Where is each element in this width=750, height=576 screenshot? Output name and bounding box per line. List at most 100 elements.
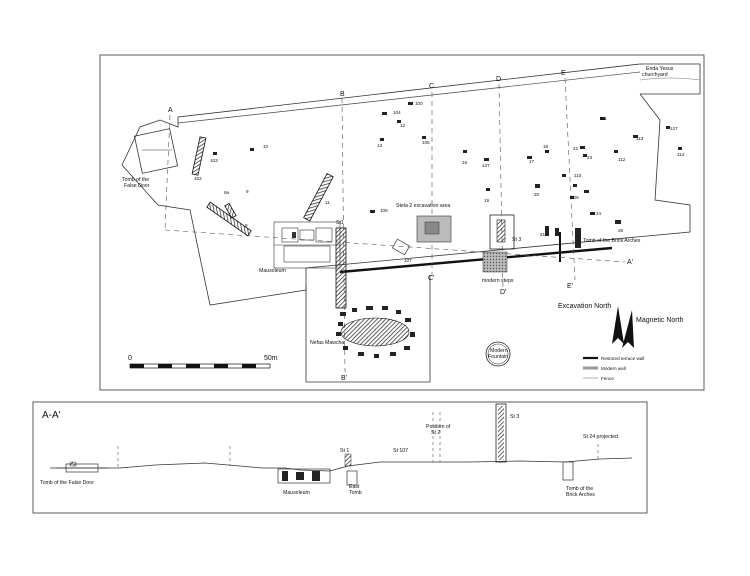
sec-label-st1: St 1: [340, 448, 349, 454]
modern-steps: [482, 251, 508, 273]
false-door-section: [65, 463, 99, 473]
stela-num-9: 9: [246, 189, 249, 194]
sec-label-st3: St 3: [510, 414, 519, 420]
label-stelae-excavation: Stela 2 excavation area: [396, 203, 450, 209]
east-tomb-section: [346, 470, 358, 486]
section-letter-c-prime: C': [428, 275, 434, 282]
stela-num-16: 16: [462, 160, 468, 165]
north-arrows: [612, 306, 634, 348]
stela-num-17: 17: [529, 159, 535, 164]
st3-obelisk-fill: [498, 406, 504, 460]
section-letter-d: D: [496, 76, 501, 83]
stela-num-9a: 9a: [224, 190, 230, 195]
stela-num-22: 22: [573, 146, 579, 151]
label-st3: St 3: [512, 237, 521, 243]
stela-107-outline: [391, 238, 411, 256]
label-tomb-false-door-2: False Door: [124, 183, 150, 189]
false-door-block: [69, 461, 77, 467]
stela-num-112: 112: [618, 157, 626, 162]
stela-num-18: 18: [543, 144, 549, 149]
stela-num-11: 11: [325, 200, 330, 205]
section-letter-e-prime: E': [567, 283, 573, 290]
nefas-mawcha-stones: [336, 306, 415, 358]
stela-num-10: 10: [263, 144, 269, 149]
stela-num-12: 12: [400, 123, 406, 128]
label-tomb-false-door-1: Tomb of the: [122, 177, 149, 183]
section-letter-c: C: [429, 83, 434, 90]
section-title: A-A': [42, 410, 61, 421]
stela-num-110: 110: [574, 173, 582, 178]
stela-number-labels: 100 104 12 13 105 10 103 102 9a 9 8 11 1…: [194, 101, 685, 263]
st3-obelisk: [495, 403, 507, 463]
stela-num-107: 107: [404, 258, 412, 263]
label-mausoleum: Mausoleum: [259, 268, 286, 274]
stela-num-137: 137: [482, 163, 490, 168]
stela-num-23: 23: [587, 155, 593, 160]
excavation-north-label: Excavation North: [558, 303, 611, 310]
section-letter-b: B: [340, 91, 345, 98]
mausoleum-door: [292, 232, 296, 238]
churchyard-arc: [639, 77, 701, 81]
legend-label-terrace: Restored terrace wall: [601, 356, 644, 361]
stela-num-102: 102: [194, 176, 202, 181]
brick-arches-section: [562, 461, 574, 481]
scale-bar: [129, 363, 271, 369]
stela-num-127: 127: [670, 126, 678, 131]
label-modern-steps: modern steps: [482, 278, 514, 284]
section-letter-e: E: [561, 70, 566, 77]
magnetic-north-label: Magnetic North: [636, 317, 684, 324]
tomb-false-door-structure: [133, 128, 179, 174]
section-frame: [32, 401, 648, 514]
sec-label-brick-arches-2: Brick Arches: [566, 492, 595, 498]
churchyard-boundary: [640, 63, 701, 95]
stela-num-25: 25: [618, 228, 624, 233]
site-boundary: [121, 63, 691, 306]
legend-label-fence: Fence: [601, 376, 614, 381]
section-dashes: [117, 412, 599, 468]
sec-label-false-door: Tomb of the False Door: [40, 480, 94, 486]
terrace-inner-line: [177, 71, 641, 124]
stela-num-109: 109: [571, 195, 579, 200]
legend-label-modern: Modern wall: [601, 366, 626, 371]
sec-label-east-tomb-1: East: [349, 484, 360, 490]
stela-3-box: [489, 214, 515, 250]
sec-label-st24: St 24 projected: [583, 434, 618, 440]
label-st1: St1: [336, 220, 344, 226]
section-letter-a: A: [168, 107, 173, 114]
label-ends-yesus-2: churchyard: [642, 72, 668, 78]
sec-label-position-2: St 2: [431, 430, 440, 436]
label-nefas-mawcha: Nefas Mawcha: [310, 340, 344, 346]
stela-num-100: 100: [415, 101, 423, 106]
mausoleum-section: [277, 468, 331, 484]
fallen-stelae: [191, 136, 347, 309]
small-stelae-marks: [213, 102, 682, 236]
section-letter-d-prime: D': [500, 289, 506, 296]
nefas-mawcha-enclosure: [305, 275, 431, 383]
scale-end-label: 50m: [264, 355, 278, 362]
brick-arches-structure: [575, 228, 581, 248]
stela-num-21: 21: [540, 232, 546, 237]
mausoleum-section-marks: [282, 471, 320, 481]
restored-terrace-wall: [339, 246, 613, 274]
stela-num-114: 114: [677, 152, 685, 157]
stela-2-pit: [424, 221, 440, 235]
stela-num-103: 103: [210, 158, 218, 163]
modern-fountain-inner: [487, 343, 509, 365]
stela-num-113: 113: [636, 136, 644, 141]
stela-num-8: 8: [245, 223, 248, 228]
stela-num-24: 24: [596, 211, 602, 216]
label-tomb-brick-arches: Tomb of the Brick Arches: [583, 238, 641, 244]
sec-label-brick-arches-1: Tomb of the: [566, 486, 593, 492]
stela-num-105: 105: [422, 140, 430, 145]
st1-section-stub: [344, 453, 352, 467]
section-letter-a-prime: A': [627, 259, 633, 266]
stela-num-13: 13: [377, 143, 383, 148]
sec-label-mausoleum: Mausoleum: [283, 490, 310, 496]
modern-fountain: [485, 341, 511, 367]
mausoleum-complex: [273, 221, 341, 269]
sec-label-st107: St 107: [393, 448, 408, 454]
scale-start-label: 0: [128, 355, 132, 362]
stela-num-106: 106: [380, 208, 388, 213]
label-ends-yesus-1: Enda Yesus: [646, 66, 674, 72]
